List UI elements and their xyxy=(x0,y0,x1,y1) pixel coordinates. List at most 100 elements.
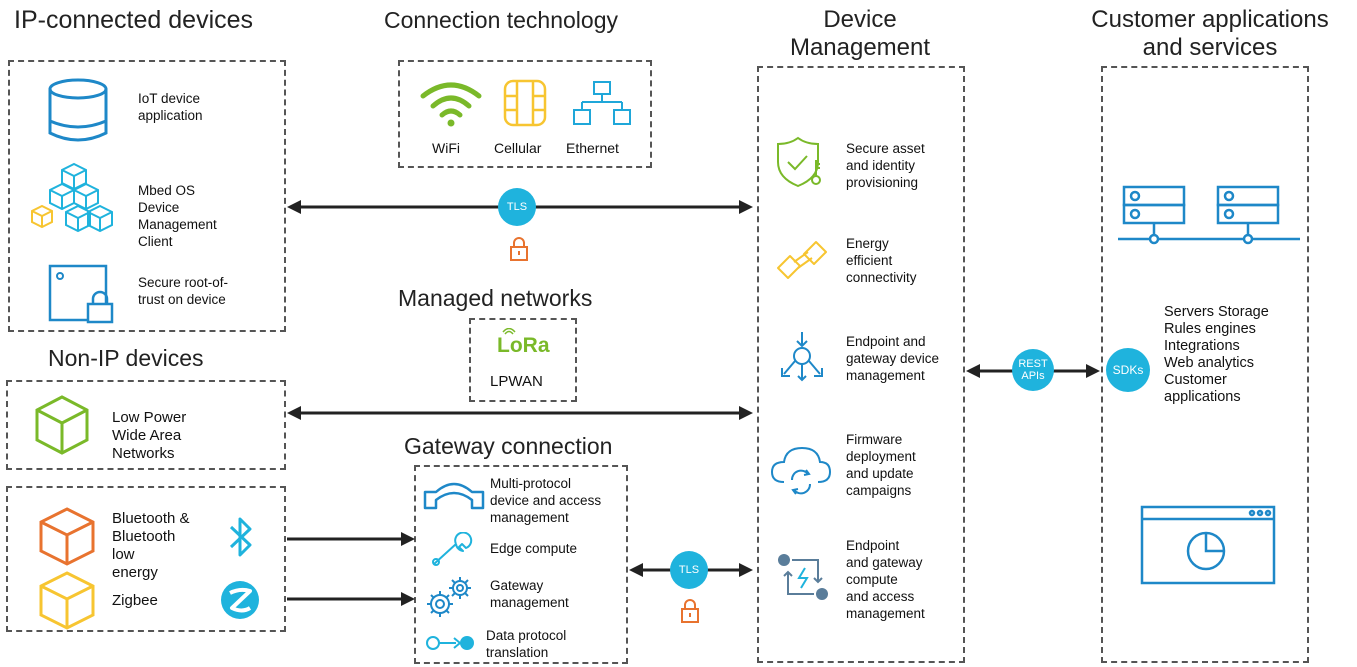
label-line: Networks xyxy=(112,445,175,462)
label-line: connectivity xyxy=(846,270,917,285)
label-line: and access xyxy=(846,589,915,604)
connection-technology-heading: Connection technology xyxy=(384,7,618,33)
lpwan-box xyxy=(469,318,577,402)
firmware-deployment-label: Firmware deployment and update campaigns xyxy=(846,431,916,499)
non-ip-heading: Non-IP devices xyxy=(48,345,204,371)
label-line: device and access xyxy=(490,493,602,508)
label-line: Servers Storage xyxy=(1164,304,1269,320)
label-line: campaigns xyxy=(846,483,912,498)
label-line: IoT device xyxy=(138,91,201,106)
cellular-label: Cellular xyxy=(494,140,542,156)
customer-applications-heading: Customer applications and services xyxy=(1070,6,1350,62)
label-line: Low Power xyxy=(112,409,187,426)
bluetooth-to-gateway-arrow xyxy=(287,532,415,546)
managed-networks-heading: Managed networks xyxy=(398,285,593,311)
label-line: management xyxy=(846,606,925,621)
shield-key-icon xyxy=(777,136,821,188)
gears-icon xyxy=(427,577,471,617)
label-line: and gateway xyxy=(846,555,923,570)
edge-compute-label: Edge compute xyxy=(490,541,578,556)
label-line: Integrations xyxy=(1164,338,1240,354)
sim-card-icon xyxy=(503,79,547,127)
label-line: Management xyxy=(138,217,217,232)
yellow-cube-icon xyxy=(39,571,95,630)
ip-devices-box xyxy=(8,60,286,332)
tls-badge-bottom: TLS xyxy=(670,551,708,589)
label-line: gateway device xyxy=(846,351,940,366)
padlock-icon-bottom xyxy=(681,599,699,623)
label-line: Customer xyxy=(1164,372,1227,388)
label-line: and identity xyxy=(846,158,916,173)
label-line: Web analytics xyxy=(1164,355,1254,371)
label-line: application xyxy=(138,108,203,123)
label-line: Bluetooth & xyxy=(112,510,190,527)
non-ip-lpwan-box xyxy=(6,380,286,470)
ip-devices-heading: IP-connected devices xyxy=(14,6,254,34)
label-line: Bluetooth xyxy=(112,528,176,545)
mbed-os-client-label: Mbed OS Device Management Client xyxy=(138,182,217,250)
cubes-icon xyxy=(31,162,113,233)
ethernet-icon xyxy=(573,81,631,125)
label-line: management xyxy=(846,368,925,383)
device-management-box xyxy=(757,66,965,663)
data-protocol-translation-label: Data protocol translation xyxy=(486,627,566,661)
wifi-label: WiFi xyxy=(432,140,460,156)
label-line: low xyxy=(112,546,135,563)
label-line: management xyxy=(490,595,569,610)
bridge-icon xyxy=(423,482,485,510)
padlock-icon-top xyxy=(510,237,528,261)
label-line: Multi-protocol xyxy=(490,476,572,491)
lora-logo: LoRa xyxy=(495,328,555,358)
endpoint-compute-label: Endpoint and gateway compute and access … xyxy=(846,537,925,622)
label-line: Rules engines xyxy=(1164,321,1256,337)
secure-root-of-trust-label: Secure root-of- trust on device xyxy=(138,274,228,308)
endpoint-gateway-device-label: Endpoint and gateway device management xyxy=(846,333,939,384)
web-analytics-window-icon xyxy=(1140,505,1276,585)
green-cube-icon xyxy=(35,395,89,455)
label-line: Client xyxy=(138,234,173,249)
lora-logo-text: LoRa xyxy=(497,334,550,357)
satellite-icon xyxy=(777,241,827,279)
smart-speaker-icon xyxy=(48,78,108,142)
label-line: Firmware xyxy=(846,432,903,447)
bluetooth-label: Bluetooth & Bluetooth low energy xyxy=(112,510,190,582)
label-line: Energy xyxy=(846,236,889,251)
lpwan-label: LPWAN xyxy=(490,373,543,390)
gateway-connection-box xyxy=(414,465,628,664)
customer-applications-box xyxy=(1101,66,1309,663)
multi-protocol-label: Multi-protocol device and access managem… xyxy=(490,475,601,526)
label-line: deployment xyxy=(846,449,916,464)
energy-efficient-label: Energy efficient connectivity xyxy=(846,235,917,286)
secure-asset-label: Secure asset and identity provisioning xyxy=(846,140,925,191)
label-line: energy xyxy=(112,564,158,581)
customer-heading-line1: Customer applications xyxy=(1091,6,1329,33)
sdks-badge: SDKs xyxy=(1106,348,1150,392)
customer-services-list: Servers Storage Rules engines Integratio… xyxy=(1164,304,1269,406)
label-line: Device xyxy=(138,200,180,215)
label-line: Secure asset xyxy=(846,141,925,156)
device-management-heading-line1: Device xyxy=(823,6,897,33)
label-line: Data protocol xyxy=(486,628,567,643)
cloud-sync-icon xyxy=(770,446,832,495)
label-line: provisioning xyxy=(846,175,919,190)
label-line: and update xyxy=(846,466,914,481)
bluetooth-icon xyxy=(229,517,252,557)
connector-icon xyxy=(426,636,474,650)
zigbee-icon xyxy=(221,581,259,619)
wrench-icon xyxy=(432,532,473,566)
device-management-heading: Device Management xyxy=(780,6,940,62)
lora-signal-icon xyxy=(502,328,516,335)
wifi-icon xyxy=(420,82,482,127)
connection-technology-box xyxy=(398,60,652,168)
network-node-icon xyxy=(781,332,823,382)
label-line: Endpoint and xyxy=(846,334,926,349)
ethernet-label: Ethernet xyxy=(566,140,619,156)
label-line: efficient xyxy=(846,253,893,268)
label-line: Gateway xyxy=(490,578,544,593)
label-line: management xyxy=(490,510,569,525)
tls-badge-top: TLS xyxy=(498,188,536,226)
label-line: trust on device xyxy=(138,292,226,307)
label-line: translation xyxy=(486,645,549,660)
compute-flow-icon xyxy=(778,554,828,600)
label-line: applications xyxy=(1164,389,1241,405)
